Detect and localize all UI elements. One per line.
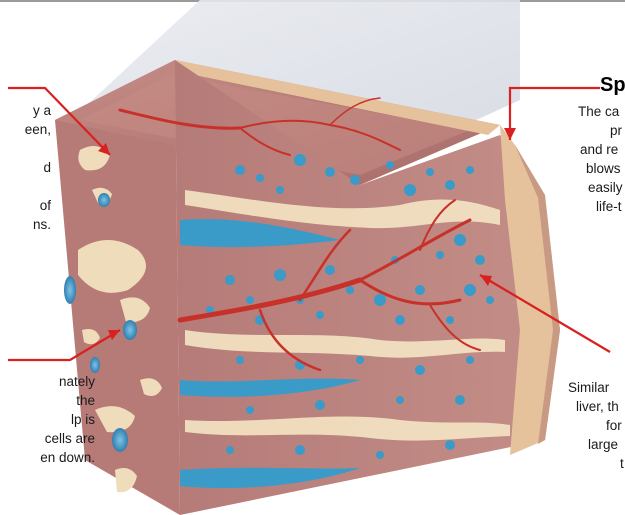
left-bottom-line-3: lp is	[40, 410, 95, 429]
right-bottom-line-5: t	[568, 454, 624, 473]
right-top-line-5: easily	[578, 178, 623, 197]
right-bottom-line-1: Similar	[568, 378, 624, 397]
left-bottom-line-1: nately	[40, 372, 95, 391]
right-top-heading: Sp	[600, 74, 625, 97]
left-top-line-5	[25, 177, 51, 196]
right-top-line-6: life-t	[578, 197, 623, 216]
right-bottom-line-4: large	[568, 435, 624, 454]
left-bottom-line-4: cells are	[40, 429, 95, 448]
right-top-line-3: and re	[578, 140, 623, 159]
left-top-line-6: of	[25, 196, 51, 215]
right-top-line-4: blows	[578, 159, 623, 178]
left-top-line-3	[25, 139, 51, 158]
left-top-line-4: d	[25, 158, 51, 177]
left-bottom-line-2: the	[40, 391, 95, 410]
left-top-line-2: een,	[25, 120, 51, 139]
left-top-label: y a een, d of ns.	[25, 101, 51, 234]
left-bottom-line-5: en down.	[40, 448, 95, 467]
right-top-line-2: pr	[578, 121, 623, 140]
right-bottom-line-3: for	[568, 416, 624, 435]
right-bottom-label: Similar liver, th for large t	[568, 378, 624, 473]
left-top-line-7: ns.	[25, 215, 51, 234]
left-top-line-1: y a	[25, 101, 51, 120]
right-top-label: The ca pr and re blows easily life-t	[578, 102, 623, 216]
left-bottom-label: nately the lp is cells are en down.	[40, 372, 95, 467]
right-bottom-line-2: liver, th	[568, 397, 624, 416]
right-top-line-1: The ca	[578, 102, 623, 121]
